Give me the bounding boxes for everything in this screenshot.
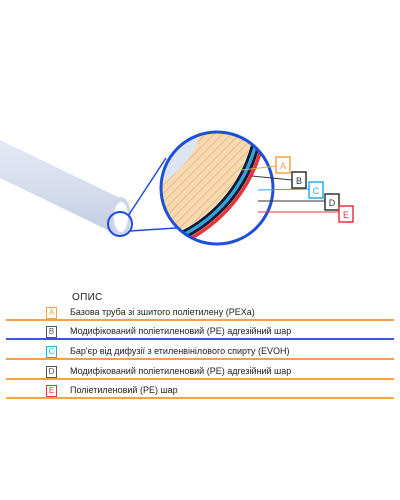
callout-d: D	[324, 193, 340, 211]
magnifier-connector-top	[127, 157, 167, 217]
legend-item-c: C Бар'єр від дифузії з етиленвінілового …	[6, 345, 394, 360]
legend-item-b: B Модифікований поліетиленовий (PE) адге…	[6, 325, 394, 340]
legend-divider	[6, 358, 394, 360]
small-magnifier-ring	[107, 211, 133, 237]
callout-a-letter: A	[280, 161, 286, 171]
leader-lines	[241, 165, 340, 213]
legend-divider	[6, 378, 394, 380]
legend-label-a: Базова труба зі зшитого поліетилену (PEX…	[70, 307, 255, 317]
legend-label-e: Поліетиленовий (PE) шар	[70, 385, 178, 395]
legend-letter-a: A	[46, 307, 57, 319]
callout-b-letter: B	[296, 176, 302, 186]
legend-letter-c: C	[46, 346, 57, 358]
legend-item-e: E Поліетиленовий (PE) шар	[6, 384, 394, 399]
legend-letter-d: D	[46, 366, 57, 378]
legend-letter-b: B	[46, 326, 57, 338]
legend-item-a: A Базова труба зі зшитого поліетилену (P…	[6, 306, 394, 321]
legend-item-d: D Модифікований поліетиленовий (PE) адге…	[6, 365, 394, 380]
callout-e-letter: E	[343, 210, 349, 220]
layer-cross-section	[161, 132, 273, 244]
callout-b: B	[291, 171, 307, 189]
magnifier-connector-bottom	[129, 227, 177, 232]
pipe-illustration	[0, 140, 131, 237]
callout-c: C	[308, 181, 324, 199]
callout-a: A	[275, 156, 291, 174]
legend-title: ОПИС	[72, 292, 103, 303]
callout-d-letter: D	[329, 198, 336, 208]
legend-letter-e: E	[46, 385, 57, 397]
legend-label-b: Модифікований поліетиленовий (PE) адгезі…	[70, 326, 292, 336]
callout-c-letter: C	[313, 186, 320, 196]
big-magnifier-ring	[159, 130, 275, 246]
legend-label-d: Модифікований поліетиленовий (PE) адгезі…	[70, 366, 292, 376]
legend-divider	[6, 338, 394, 340]
legend-divider	[6, 397, 394, 399]
legend-divider	[6, 319, 394, 321]
legend-label-c: Бар'єр від дифузії з етиленвінілового сп…	[70, 346, 290, 356]
callout-e: E	[338, 205, 354, 223]
